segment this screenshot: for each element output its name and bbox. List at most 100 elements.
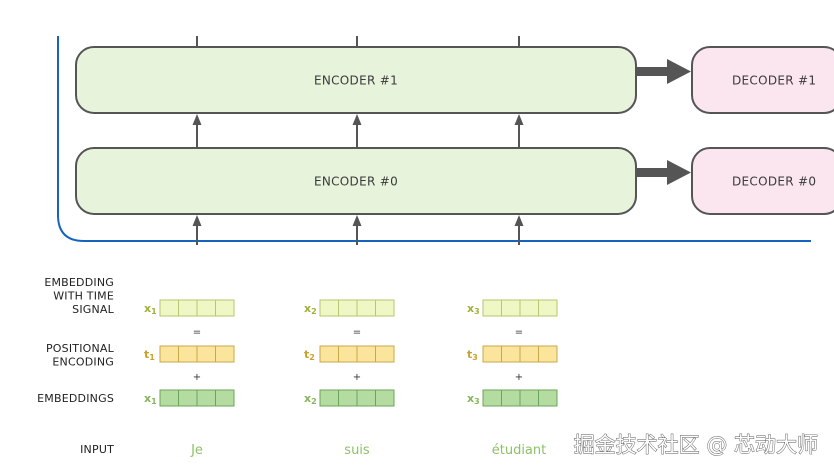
vector-subscript: 3 — [474, 397, 480, 406]
equals-sign: = — [353, 327, 361, 338]
signal-vector: x1 — [144, 299, 235, 317]
vector-name: x — [467, 302, 474, 315]
vector-cell — [319, 389, 339, 407]
vector-cell — [159, 299, 179, 317]
svg-text:INPUT: INPUT — [80, 443, 114, 456]
vector-cell — [338, 299, 358, 317]
vector-cell — [196, 299, 216, 317]
vector-cell — [356, 345, 376, 363]
input-word: suis — [344, 443, 370, 458]
embedding-vector-label: x1 — [144, 392, 157, 406]
vector-cell — [538, 299, 558, 317]
signal-vector-label: x3 — [467, 302, 480, 316]
input-arrows — [192, 215, 524, 245]
vector-cell — [482, 299, 502, 317]
vector-cell — [338, 345, 358, 363]
vector-cell — [356, 389, 376, 407]
vector-cell — [319, 345, 339, 363]
vector-subscript: 2 — [311, 397, 317, 406]
embedding-vector-label: x3 — [467, 392, 480, 406]
vector-cell — [482, 389, 502, 407]
input-word: Je — [190, 443, 203, 458]
vector-cell — [215, 299, 235, 317]
plus-sign: + — [193, 372, 201, 383]
vector-subscript: 3 — [474, 307, 480, 316]
decoder-0-box — [691, 147, 834, 215]
signal-vector: x3 — [467, 299, 558, 317]
vector-cell — [375, 345, 395, 363]
vector-name: x — [467, 392, 474, 405]
plus-sign: + — [515, 372, 523, 383]
row-label-embedding-with-time-signal: EMBEDDING WITH TIME SIGNAL — [44, 276, 114, 316]
top-arrow-stubs — [196, 36, 520, 47]
row-label-positional-encoding: POSITIONAL ENCODING — [46, 342, 115, 369]
vector-cell — [501, 389, 521, 407]
vector-cell — [196, 389, 216, 407]
vector-cell — [338, 389, 358, 407]
vector-cell — [538, 389, 558, 407]
vector-cell — [538, 345, 558, 363]
decoder-0-label: DECODER #0 — [732, 175, 816, 189]
vector-name: t — [144, 348, 149, 361]
vector-name: x — [304, 392, 311, 405]
vector-subscript: 2 — [311, 307, 317, 316]
vector-name: x — [144, 392, 151, 405]
vector-cell — [375, 389, 395, 407]
vector-cell — [178, 299, 198, 317]
signal-vector-label: x2 — [304, 302, 317, 316]
row-label-embeddings: EMBEDDINGS — [37, 392, 114, 405]
equals-sign: = — [193, 327, 201, 338]
svg-text:POSITIONAL: POSITIONAL — [46, 342, 115, 355]
signal-vector-label: x1 — [144, 302, 157, 316]
equals-sign: = — [515, 327, 523, 338]
vector-cell — [356, 299, 376, 317]
svg-text:SIGNAL: SIGNAL — [72, 303, 115, 316]
position-vector: t1 — [144, 345, 235, 363]
vector-name: x — [144, 302, 151, 315]
encoder-1-box — [75, 46, 637, 114]
vector-subscript: 3 — [472, 353, 478, 362]
vector-name: t — [467, 348, 472, 361]
vector-cell — [375, 299, 395, 317]
encoder-decoder-arrow-0 — [636, 160, 691, 185]
svg-text:ENCODING: ENCODING — [52, 356, 114, 369]
svg-text:WITH TIME: WITH TIME — [53, 290, 114, 303]
vector-cell — [196, 345, 216, 363]
vector-cell — [482, 345, 502, 363]
vector-cell — [501, 299, 521, 317]
position-vector: t2 — [304, 345, 395, 363]
vector-subscript: 2 — [309, 353, 315, 362]
svg-text:EMBEDDING: EMBEDDING — [44, 276, 114, 289]
vector-cell — [215, 389, 235, 407]
position-vector-label: t3 — [467, 348, 478, 362]
row-label-input: INPUT — [80, 443, 114, 456]
signal-vector: x2 — [304, 299, 395, 317]
input-word: étudiant — [492, 443, 547, 458]
position-vector-label: t2 — [304, 348, 315, 362]
vector-cell — [519, 299, 539, 317]
vector-cell — [178, 389, 198, 407]
vector-cell — [178, 345, 198, 363]
vector-cell — [319, 299, 339, 317]
vector-name: x — [304, 302, 311, 315]
vector-cell — [215, 345, 235, 363]
position-vector: t3 — [467, 345, 558, 363]
encoder-decoder-arrow-1 — [636, 59, 691, 84]
vector-cell — [519, 389, 539, 407]
embedding-vector: x1 — [144, 389, 235, 407]
vector-cell — [159, 389, 179, 407]
encoder-stack-bracket — [57, 36, 811, 242]
vector-cell — [519, 345, 539, 363]
encoder-1-label: ENCODER #1 — [314, 74, 398, 88]
encoder-0-label: ENCODER #0 — [314, 175, 398, 189]
watermark: 掘金技术社区 @ 芯动大师 — [574, 433, 818, 457]
vector-subscript: 1 — [149, 353, 155, 362]
position-vector-label: t1 — [144, 348, 155, 362]
embedding-vector: x3 — [467, 389, 558, 407]
vector-name: t — [304, 348, 309, 361]
embedding-vector: x2 — [304, 389, 395, 407]
